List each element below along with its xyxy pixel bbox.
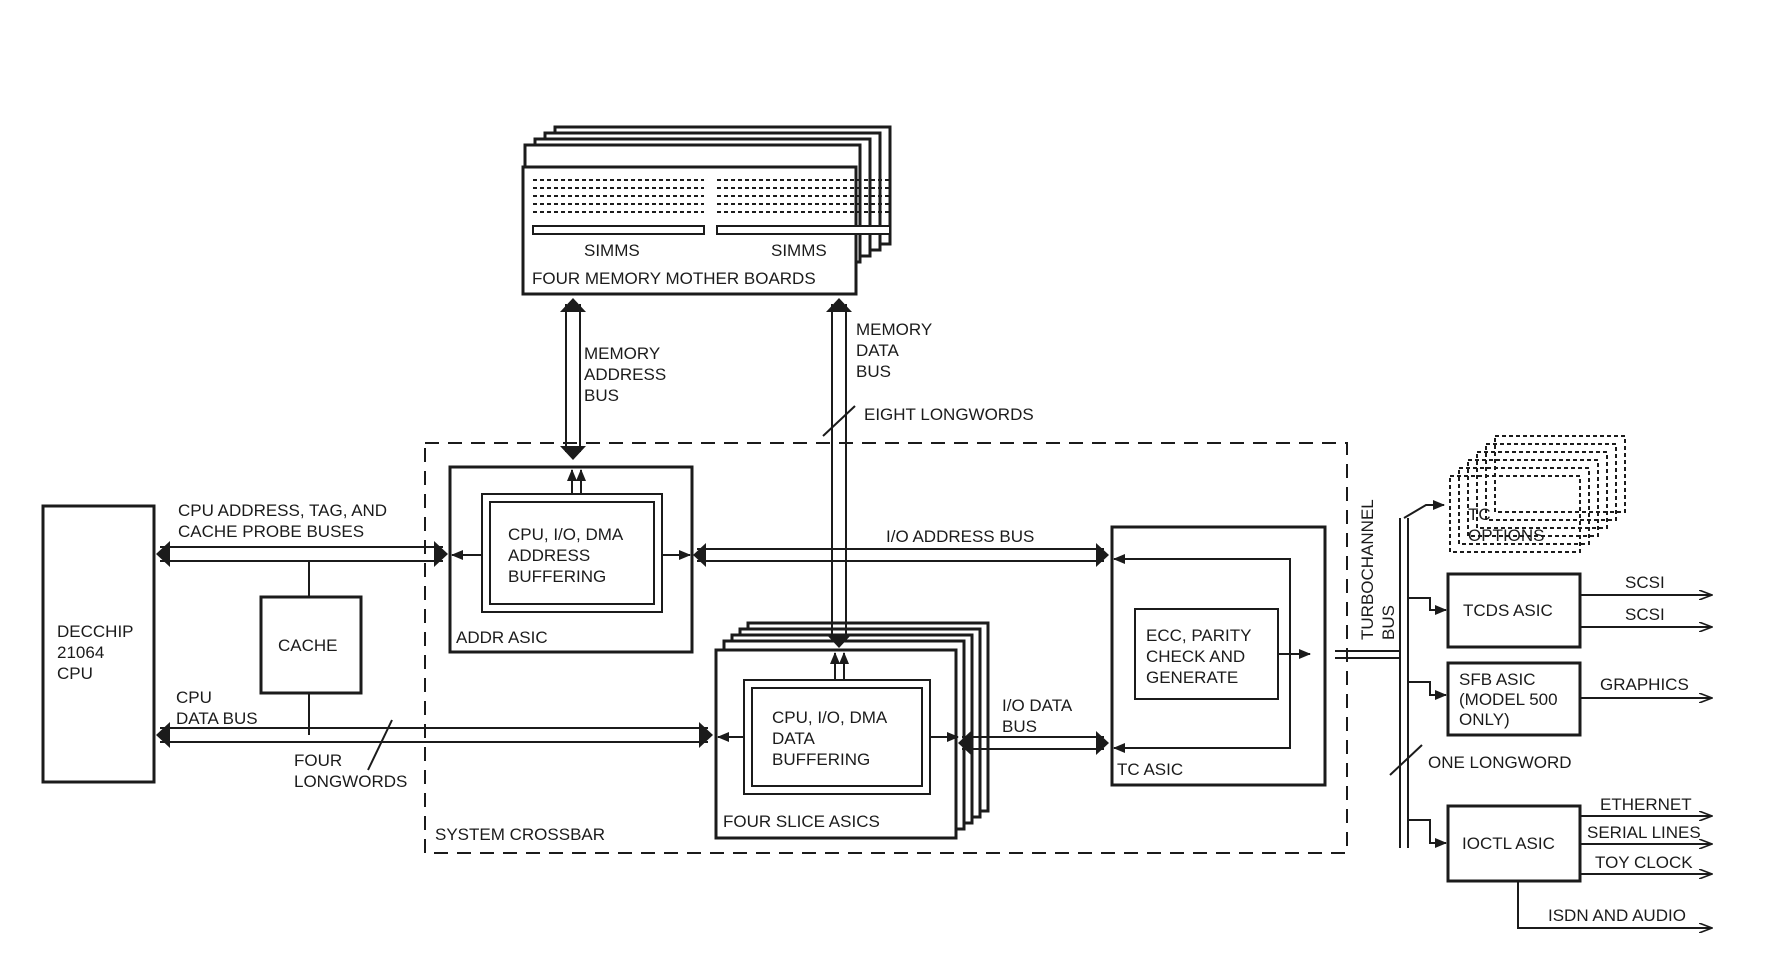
slice-asics: CPU, I/O, DMA DATA BUFFERING FOUR SLICE …: [714, 621, 990, 840]
io-address-bus-label: I/O ADDRESS BUS: [886, 527, 1034, 546]
io-address-bus: [693, 543, 1109, 567]
sfb-asic-label: SFB ASIC (MODEL 500 ONLY): [1459, 670, 1562, 729]
simm-rows-left: [532, 179, 705, 235]
memory-mother-boards: SIMMS SIMMS FOUR MEMORY MOTHER BOARDS: [521, 125, 892, 296]
system-crossbar-label: SYSTEM CROSSBAR: [435, 825, 605, 844]
tc-options: TC OPTIONS: [1449, 435, 1626, 553]
memory-address-bus: [560, 298, 586, 460]
memory-address-bus-label: MEMORY ADDRESS BUS: [584, 344, 671, 405]
ethernet-label: ETHERNET: [1600, 795, 1692, 814]
serial-lines-label: SERIAL LINES: [1587, 823, 1701, 842]
simms-label-left: SIMMS: [584, 241, 640, 260]
scsi-2-label: SCSI: [1625, 605, 1665, 624]
cpu-label: DECCHIP 21064 CPU: [57, 622, 138, 683]
addr-asic-label: ADDR ASIC: [456, 628, 548, 647]
io-data-bus-label: I/O DATA BUS: [1002, 696, 1076, 736]
cpu-address-bus: [156, 541, 448, 567]
one-longword-label: ONE LONGWORD: [1428, 753, 1572, 772]
cpu-block: [41, 504, 156, 784]
tc-inner-label: ECC, PARITY CHECK AND GENERATE: [1146, 626, 1256, 687]
turbochannel-bus-label: TURBOCHANNEL BUS: [1358, 495, 1398, 640]
tcds-asic-label: TCDS ASIC: [1463, 601, 1553, 620]
memory-data-bus: [822, 298, 856, 648]
cpu-address-bus-label: CPU ADDRESS, TAG, AND CACHE PROBE BUSES: [178, 501, 392, 541]
slice-inner-label: CPU, I/O, DMA DATA BUFFERING: [772, 708, 891, 769]
scsi-1-label: SCSI: [1625, 573, 1665, 592]
cache-label: CACHE: [278, 636, 338, 655]
turbochannel-bus: [1335, 500, 1447, 848]
simms-label-right: SIMMS: [771, 241, 827, 260]
eight-longwords-label: EIGHT LONGWORDS: [864, 405, 1034, 424]
ioctl-asic-label: IOCTL ASIC: [1462, 834, 1555, 853]
toy-clock-label: TOY CLOCK: [1595, 853, 1693, 872]
four-longwords-label: FOUR LONGWORDS: [294, 751, 407, 791]
tc-asic: ECC, PARITY CHECK AND GENERATE TC ASIC: [1110, 525, 1327, 787]
graphics-label: GRAPHICS: [1600, 675, 1689, 694]
cpu-data-bus-label: CPU DATA BUS: [176, 688, 258, 728]
memory-data-bus-label: MEMORY DATA BUS: [856, 320, 937, 381]
addr-asic: CPU, I/O, DMA ADDRESS BUFFERING ADDR ASI…: [448, 465, 694, 654]
addr-inner-label: CPU, I/O, DMA ADDRESS BUFFERING: [508, 525, 627, 586]
slice-asics-label: FOUR SLICE ASICS: [723, 812, 880, 831]
tcds-asic-block: [1446, 572, 1582, 649]
simm-rows-right: [716, 179, 891, 235]
tc-asic-label: TC ASIC: [1117, 760, 1183, 779]
memory-boards-label: FOUR MEMORY MOTHER BOARDS: [532, 269, 816, 288]
cache-block: [259, 595, 363, 695]
cpu-data-bus: [156, 719, 713, 771]
tc-options-label: TC OPTIONS: [1468, 505, 1545, 545]
io-data-bus: [958, 731, 1109, 755]
system-crossbar: [424, 442, 1348, 854]
sfb-asic-block: [1446, 661, 1582, 737]
isdn-audio-arrow: [1517, 881, 1712, 928]
isdn-audio-label: ISDN AND AUDIO: [1548, 906, 1686, 925]
